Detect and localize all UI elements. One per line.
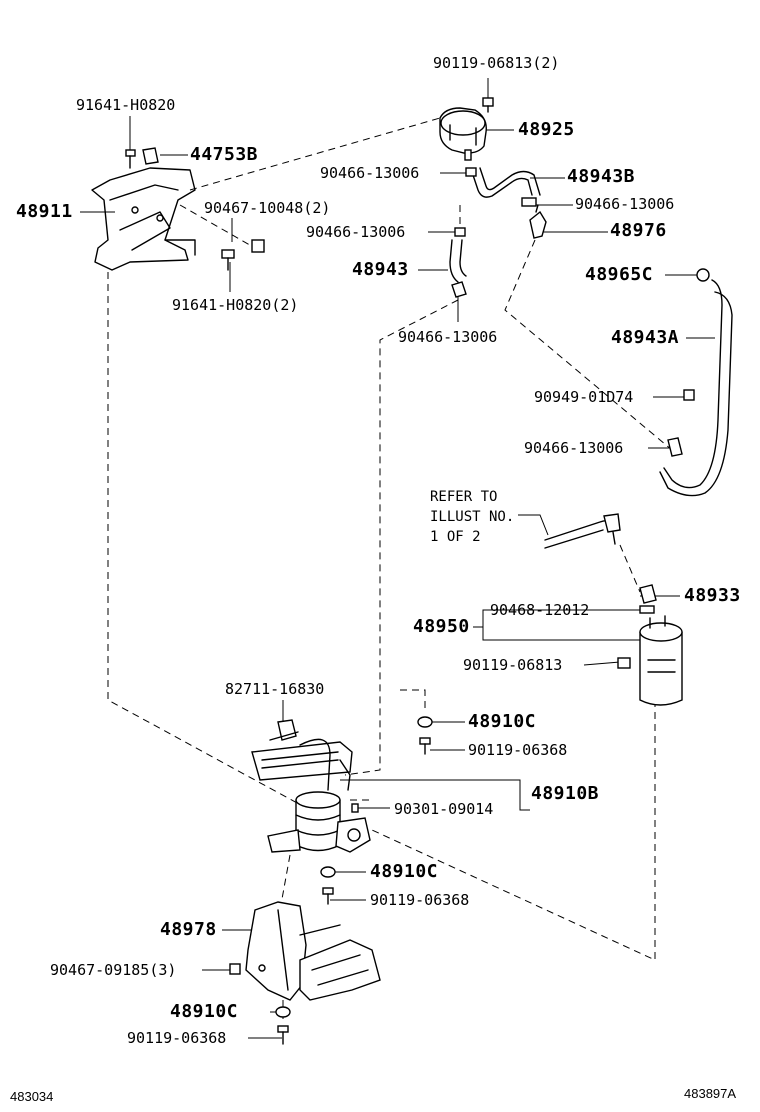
mount-48910C-upper-drawing — [417, 716, 433, 755]
refer-note: REFER TO ILLUST NO. 1 OF 2 — [430, 489, 515, 545]
label-90466-13006-e: 90466-13006 — [524, 439, 624, 457]
bracket-48978-drawing — [229, 901, 381, 1001]
label-44753B: 44753B — [190, 144, 259, 165]
label-90949-01D74: 90949-01D74 — [534, 388, 634, 406]
nut-90467-10048-drawing — [251, 239, 265, 253]
hose-48943-drawing — [449, 227, 467, 298]
label-90467-10048-2: 90467-10048(2) — [204, 199, 331, 217]
label-90466-13006-c: 90466-13006 — [306, 223, 406, 241]
label-91641-H0820-2: 91641-H0820(2) — [172, 296, 299, 314]
label-90119-06368-lower: 90119-06368 — [127, 1029, 227, 1047]
assembly-dashed-lines — [107, 117, 673, 1020]
label-82711-16830: 82711-16830 — [225, 680, 325, 698]
mount-48910C-lower-drawing — [275, 1006, 291, 1045]
label-90466-13006-a: 90466-13006 — [320, 164, 420, 182]
label-48933: 48933 — [684, 585, 741, 606]
label-48943B: 48943B — [567, 166, 636, 187]
label-48925: 48925 — [518, 119, 575, 140]
bracket-48911-drawing — [91, 167, 196, 271]
footer-right-code: 483897A — [684, 1086, 737, 1101]
mount-48910C-middle-drawing — [320, 866, 336, 905]
label-48911: 48911 — [16, 201, 73, 222]
pump-48910B-drawing — [251, 738, 371, 853]
bolt-91641-H0820-top-drawing — [125, 149, 136, 169]
clamp-82711-16830-drawing — [269, 719, 299, 741]
pipe-refer-drawing — [544, 513, 621, 549]
rivet-90301-09014-drawing — [351, 803, 359, 813]
label-48965C: 48965C — [585, 264, 654, 285]
label-90467-09185-3: 90467-09185(3) — [50, 961, 177, 979]
leader-lines — [80, 78, 715, 1039]
footer-left-code: 483034 — [10, 1089, 54, 1104]
label-90119-06813-2: 90119-06813(2) — [433, 54, 560, 72]
label-48950: 48950 — [413, 616, 470, 637]
label-48910B: 48910B — [531, 783, 600, 804]
label-90119-06368-middle: 90119-06368 — [370, 891, 470, 909]
canister-48925-drawing — [439, 97, 494, 161]
label-48910C-upper: 48910C — [468, 711, 537, 732]
label-90119-06813: 90119-06813 — [463, 656, 563, 674]
bolt-91641-H0820-lower-drawing — [221, 249, 235, 271]
clip-48933-drawing — [639, 584, 657, 604]
label-48910C-middle: 48910C — [370, 861, 439, 882]
label-48943A: 48943A — [611, 327, 680, 348]
label-90468-12012: 90468-12012 — [490, 601, 590, 619]
label-48943: 48943 — [352, 259, 409, 280]
clip-44753B-drawing — [142, 147, 159, 165]
label-90119-06368-upper: 90119-06368 — [468, 741, 568, 759]
filter-48950-drawing — [617, 605, 683, 706]
label-90466-13006-b: 90466-13006 — [575, 195, 675, 213]
label-91641-H0820: 91641-H0820 — [76, 96, 176, 114]
label-48910C-lower: 48910C — [170, 1001, 239, 1022]
label-48976: 48976 — [610, 220, 667, 241]
hose-48943B-drawing — [465, 167, 541, 207]
label-90301-09014: 90301-09014 — [394, 800, 494, 818]
label-48978: 48978 — [160, 919, 217, 940]
joint-48976-drawing — [529, 204, 547, 239]
label-90466-13006-d: 90466-13006 — [398, 328, 498, 346]
hose-48943A-drawing — [659, 268, 733, 497]
